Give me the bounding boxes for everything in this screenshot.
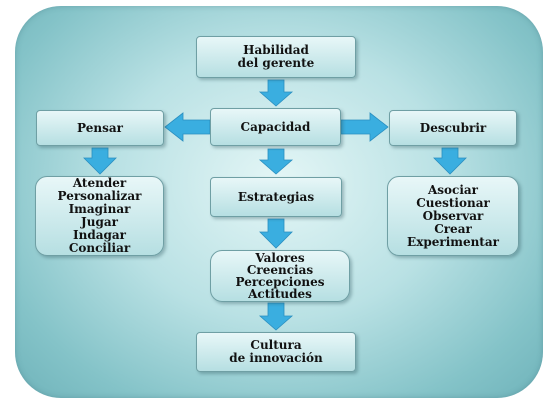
node-label: Imaginar	[68, 202, 131, 216]
node-estrategias: Estrategias	[210, 177, 342, 217]
arrow-estrategias-to-valores	[259, 218, 293, 249]
arrow-capacidad-to-pensar	[164, 112, 211, 142]
node-pensar: Pensar	[36, 110, 164, 146]
node-label: Valores	[255, 251, 305, 265]
arrow-habilidad-to-capacidad	[258, 79, 294, 107]
node-descubrir-items: Asociar Cuestionar Observar Crear Experi…	[387, 176, 519, 256]
node-label: Atender	[72, 176, 127, 190]
node-habilidad-del-gerente: Habilidad del gerente	[196, 36, 356, 78]
node-label: Percepciones	[235, 275, 325, 289]
node-label: del gerente	[237, 56, 315, 70]
node-label: Estrategias	[237, 189, 315, 204]
node-label: Pensar	[77, 120, 123, 135]
node-label: Capacidad	[240, 119, 311, 134]
node-label: Cuestionar	[416, 195, 490, 210]
node-label: Jugar	[81, 215, 118, 229]
node-label: Creencias	[246, 263, 314, 277]
node-label: Actitudes	[248, 287, 312, 301]
node-pensar-items: Atender Personalizar Imaginar Jugar Inda…	[35, 176, 164, 256]
node-label: Cultura	[250, 338, 302, 352]
node-label: Conciliar	[68, 241, 131, 255]
arrow-capacidad-to-descubrir	[340, 112, 389, 142]
node-cultura-de-innovacion: Cultura de innovación	[196, 332, 356, 372]
node-label: Indagar	[73, 228, 126, 242]
node-label: Experimentar	[407, 234, 499, 249]
node-label: Asociar	[427, 182, 479, 197]
arrow-valores-to-cultura	[258, 302, 294, 331]
arrow-descubrir-to-items	[433, 147, 467, 175]
node-label: Personalizar	[57, 189, 142, 203]
node-label: de innovación	[229, 351, 323, 365]
node-label: Habilidad	[243, 43, 309, 57]
node-label: Descubrir	[419, 120, 487, 135]
node-capacidad: Capacidad	[210, 108, 341, 146]
node-label: Crear	[434, 221, 472, 236]
node-label: Observar	[422, 208, 484, 223]
node-descubrir: Descubrir	[389, 110, 517, 146]
arrow-pensar-to-items	[83, 147, 117, 175]
arrow-capacidad-to-estrategias	[258, 148, 294, 175]
node-valores-creencias: Valores Creencias Percepciones Actitudes	[210, 250, 350, 302]
